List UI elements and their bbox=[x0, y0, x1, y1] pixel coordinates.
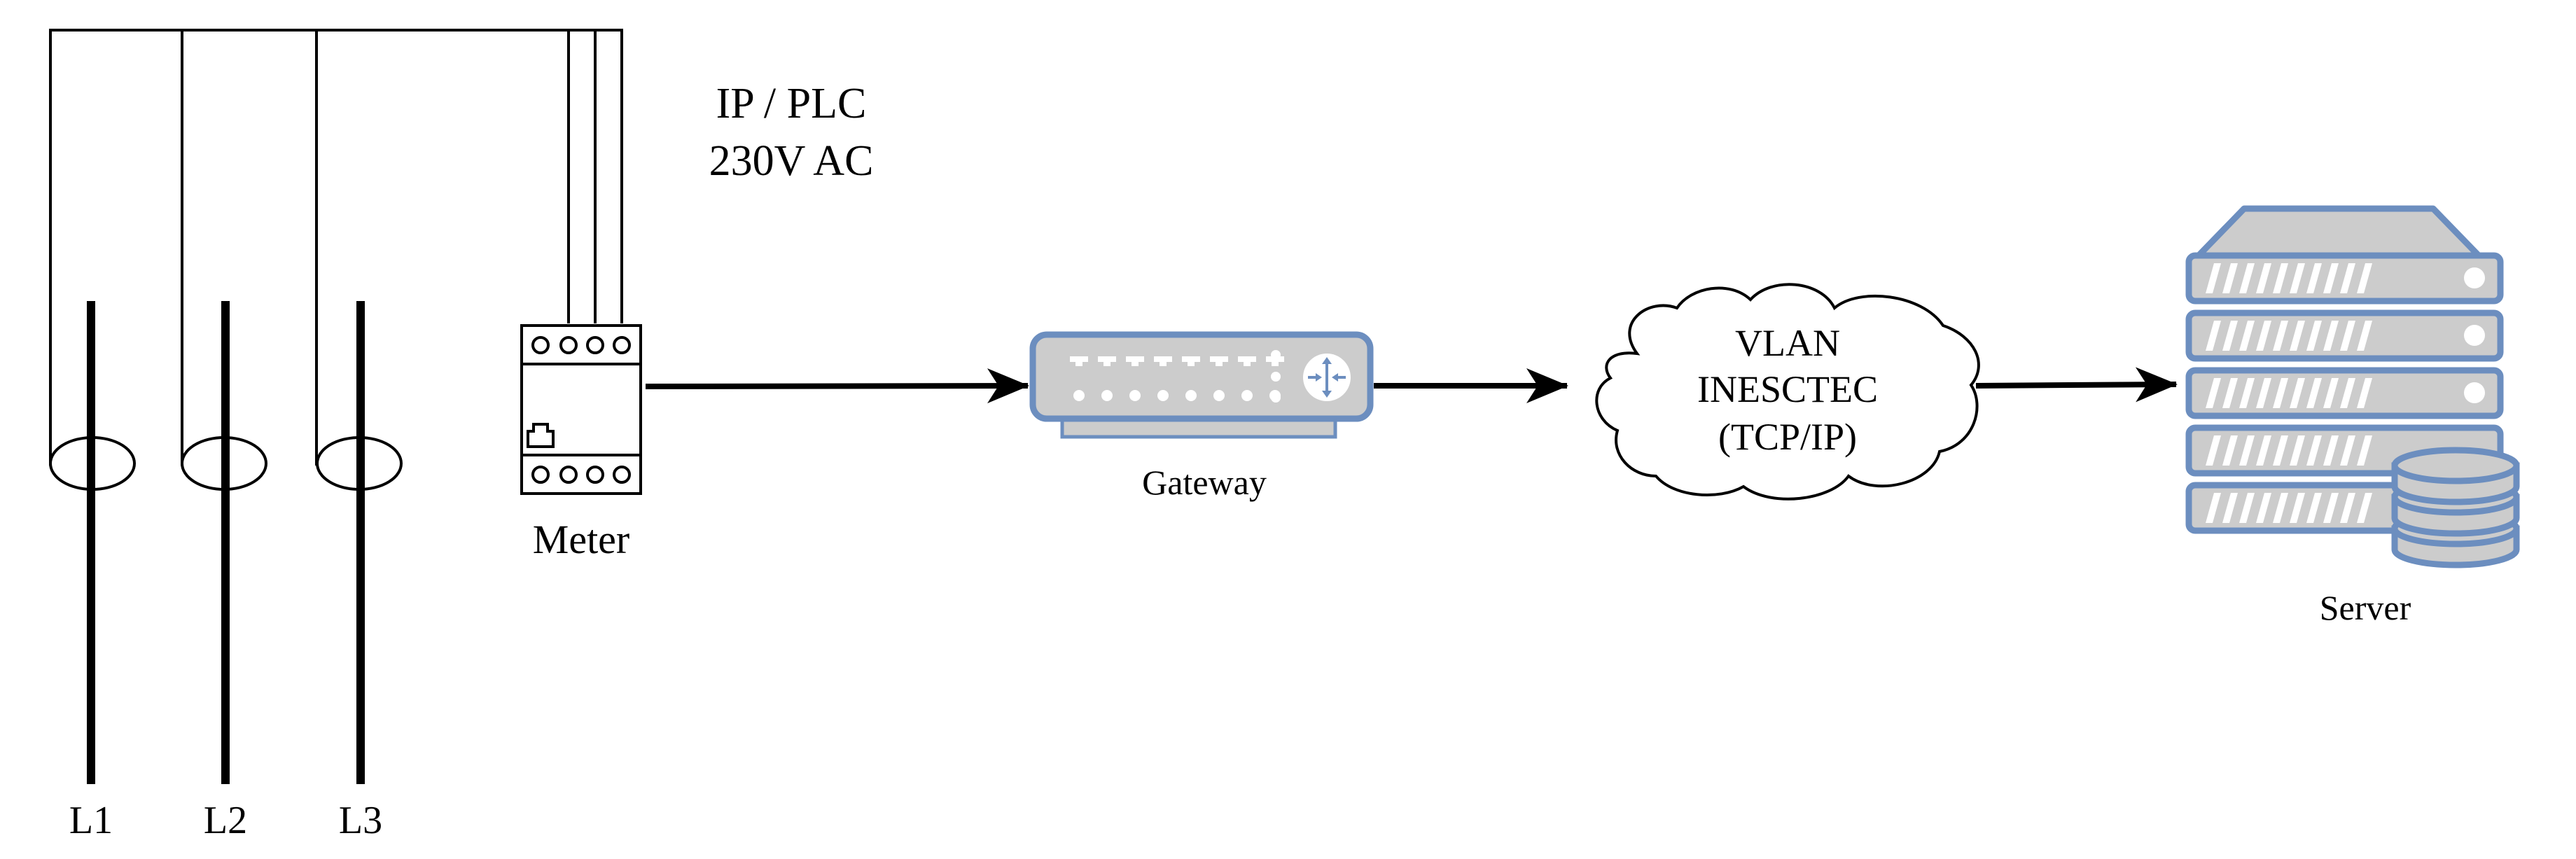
protocol-label-line1: IP / PLC bbox=[716, 80, 867, 127]
database-icon bbox=[2391, 447, 2520, 568]
server-top bbox=[2195, 205, 2482, 259]
router-gateway-icon bbox=[1029, 331, 1374, 439]
ethernet-port-icon bbox=[527, 423, 555, 448]
cloud-label-line3: (TCP/IP) bbox=[1718, 416, 1857, 458]
wire-l1 bbox=[49, 29, 623, 466]
phase-conductors bbox=[49, 301, 403, 784]
wiring bbox=[49, 29, 623, 466]
phase-l1 bbox=[49, 301, 136, 784]
arrow-cloud-to-server bbox=[1975, 367, 2178, 403]
gateway-port bbox=[1098, 356, 1116, 366]
gateway-port bbox=[1126, 356, 1144, 366]
connections bbox=[645, 367, 2178, 404]
energy-meter-icon bbox=[520, 324, 642, 495]
gateway-port bbox=[1070, 356, 1088, 366]
server-unit bbox=[2185, 309, 2504, 362]
gateway-led bbox=[1241, 390, 1253, 401]
gateway-led bbox=[1157, 390, 1169, 401]
gateway-led bbox=[1213, 390, 1225, 401]
server-unit bbox=[2185, 367, 2504, 419]
gateway-ports bbox=[1070, 356, 1284, 366]
server-unit bbox=[2185, 252, 2504, 305]
phase-label-l1: L1 bbox=[69, 799, 113, 842]
gateway-port bbox=[1210, 356, 1228, 366]
current-clamp-l3 bbox=[316, 436, 403, 491]
gateway-port bbox=[1266, 356, 1284, 366]
gateway-label: Gateway bbox=[1142, 463, 1267, 502]
gateway-led bbox=[1185, 390, 1197, 401]
gateway-led bbox=[1073, 390, 1085, 401]
phase-l3 bbox=[316, 301, 403, 784]
gateway-port bbox=[1154, 356, 1172, 366]
network-cloud-icon bbox=[1595, 283, 1980, 501]
cloud-label-line1: VLAN bbox=[1735, 322, 1840, 364]
server-rack-database-icon bbox=[2185, 205, 2520, 568]
cloud-label-line2: INESCTEC bbox=[1697, 368, 1878, 410]
phase-l2 bbox=[181, 301, 267, 784]
gateway-led bbox=[1129, 390, 1141, 401]
meter-label: Meter bbox=[533, 517, 630, 562]
current-clamp-l1 bbox=[49, 436, 136, 491]
server-label: Server bbox=[2320, 588, 2411, 627]
gateway-port bbox=[1238, 356, 1256, 366]
phase-label-l3: L3 bbox=[339, 799, 382, 842]
protocol-label-line2: 230V AC bbox=[709, 137, 874, 185]
phase-label-l2: L2 bbox=[204, 799, 247, 842]
router-symbol-icon bbox=[1303, 354, 1351, 401]
current-clamp-l2 bbox=[181, 436, 267, 491]
gateway-port bbox=[1182, 356, 1200, 366]
gateway-led bbox=[1101, 390, 1113, 401]
